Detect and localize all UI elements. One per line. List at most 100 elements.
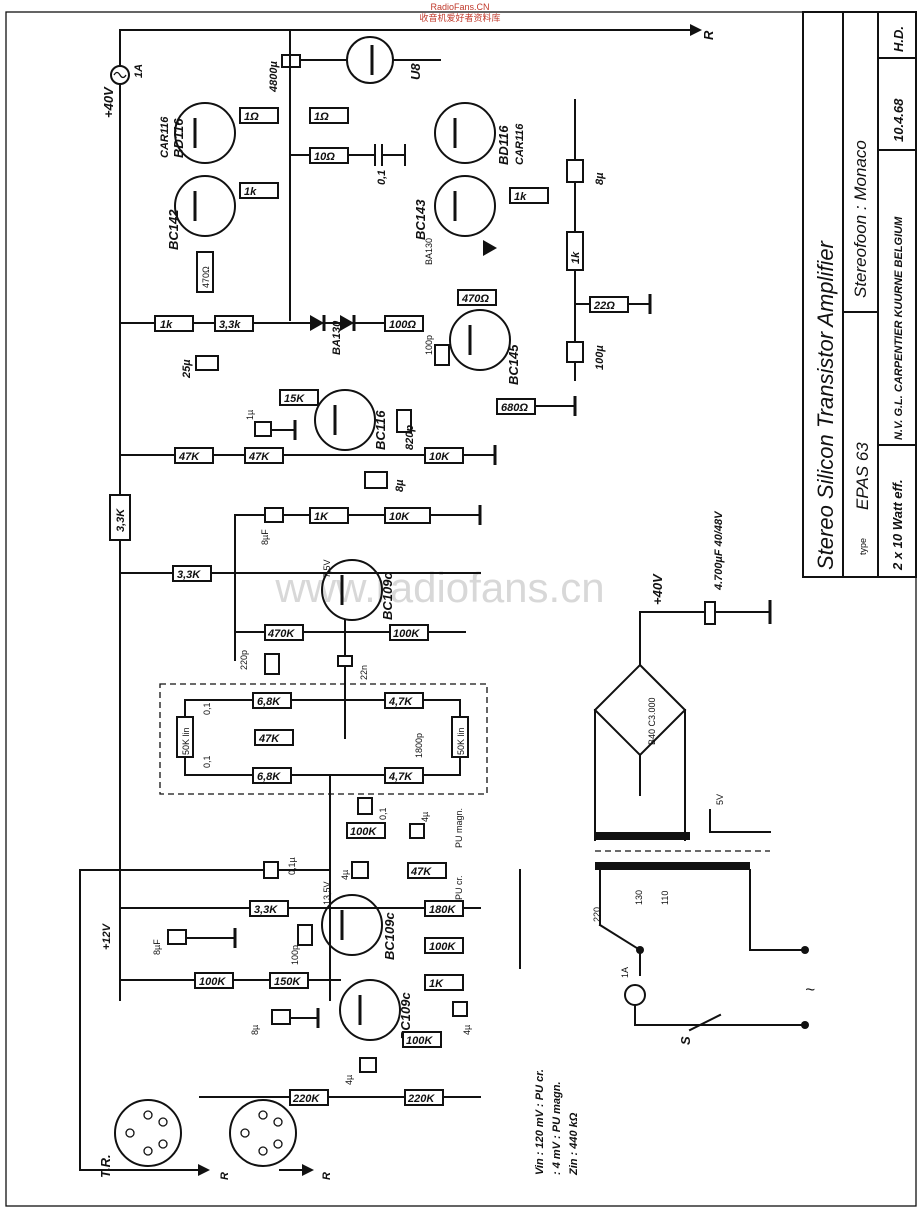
din-socket-tr-icon[interactable] [114, 1099, 182, 1167]
r-10-ohm: 10Ω [314, 151, 335, 163]
c-1800p: 1800p [414, 733, 424, 758]
manufacturer: N.V. G.L. CARPENTIER KUURNE BELGIUM [893, 216, 905, 440]
c-4u-b: 4µ [340, 870, 350, 880]
label-r-b: R [321, 1172, 333, 1180]
c-100p-b: 100p [290, 945, 300, 965]
q2-type: BD116 [496, 125, 511, 165]
note-vin: Vin : 120 mV : PU cr. [534, 1069, 546, 1175]
q2-alt: CAR116 [514, 123, 526, 165]
r-22-ohm: 22Ω [593, 300, 615, 312]
q9-type: BC109c [398, 992, 413, 1040]
r-10k-a: 10K [429, 451, 450, 463]
lamp-icon [346, 36, 394, 84]
psu-40v-label: +40V [650, 573, 665, 605]
q4-type: BC143 [413, 199, 428, 240]
r-220k-a: 220K [292, 1093, 320, 1105]
rail-12v-label: +12V [101, 922, 113, 950]
r-15k: 15K [284, 393, 305, 405]
r-33k-bias: 3,3k [219, 319, 241, 331]
r-220k-b: 220K [407, 1093, 435, 1105]
c-100u: 100µ [594, 345, 606, 370]
r-47k-b: 47K [248, 451, 270, 463]
r-47k-tone-b: 4,7K [388, 771, 413, 783]
voltage-selector[interactable] [598, 923, 642, 952]
c-01u: 0,1µ [287, 857, 297, 875]
fuse-label: 1A [133, 64, 145, 78]
supply-rails: R +40V 1A +12V 3,3K [101, 24, 716, 1001]
sheet-border [5, 11, 917, 1207]
r-100k-fb: 100K [429, 941, 456, 953]
tap-220: 220 [592, 907, 602, 922]
bridge-type: B40 C3.000 [647, 697, 657, 745]
rail-40v-label: +40V [101, 86, 116, 118]
c-01-input: 0,1 [378, 807, 388, 820]
transformer-secondary [595, 832, 690, 840]
transistor-q4-icon [434, 175, 496, 237]
c-4u-d: 4µ [344, 1075, 354, 1085]
c-8u-in: 8µ [250, 1025, 260, 1035]
c-1u: 1µ [245, 410, 255, 420]
type-prefix: type [858, 538, 868, 555]
r-100k-pre: 100K [393, 628, 420, 640]
c-820p: 820p [404, 425, 416, 450]
title-block: Stereo Silicon Transistor Amplifier type… [802, 11, 917, 578]
pot-10k: 10K [389, 511, 410, 523]
c-4u-a: 4µ [420, 812, 430, 822]
r-100k-emitter: 100K [406, 1035, 433, 1047]
pot-50k-treble[interactable]: 50K lin [456, 727, 466, 755]
mains-fuse-label: 1A [620, 967, 630, 978]
drawing-date: 10.4.68 [891, 98, 906, 142]
bridge-rectifier-icon [593, 663, 687, 757]
watermark: www.radiofans.cn [274, 564, 604, 611]
pot-50k-bass[interactable]: 50K lin [181, 727, 191, 755]
c-8u-feedback: 8µ [394, 479, 406, 492]
q8-voltage: 13,5V [322, 881, 332, 905]
r-1k-feedback: 1K [314, 511, 329, 523]
transistor-q3-icon [174, 175, 236, 237]
label-r-a: R [219, 1172, 231, 1180]
c-01-tone-b: 0,1 [202, 755, 212, 768]
note-magn: : 4 mV : PU magn. [551, 1081, 563, 1175]
transistor-q9-icon [339, 979, 401, 1041]
c-4u-c: 4µ [462, 1025, 472, 1035]
label-pu-magn: PU magn. [454, 808, 464, 848]
mains-fuse-icon [624, 984, 646, 1006]
r-470-ohm-b: 470Ω [461, 293, 489, 305]
transistor-q1-icon [174, 102, 236, 164]
r-68k-a: 6,8K [257, 696, 281, 708]
product-name: Stereofoon : Monaco [851, 140, 870, 298]
tap-130: 130 [634, 890, 644, 905]
r-100k-bias: 100K [199, 976, 226, 988]
r-68k-b: 6,8K [257, 771, 281, 783]
c-100p-a: 100p [424, 335, 434, 355]
label-tr: T.R. [98, 1154, 113, 1178]
transistor-q7-icon [321, 559, 383, 621]
r-470k: 470K [267, 628, 295, 640]
r-100k-in: 100K [350, 826, 377, 838]
q5-type: BC145 [506, 344, 521, 385]
r-47k-tone-a: 4,7K [388, 696, 413, 708]
r-470-q3: 470Ω [201, 266, 211, 288]
note-zin: Zin : 440 kΩ [568, 1112, 580, 1176]
q8-type: BC109c [382, 912, 397, 960]
r-47k-in: 47K [410, 866, 432, 878]
label-pu-cr: PU cr. [454, 875, 464, 900]
output-stage: CAR116 BD116 BC142 BD116 CAR116 BC143 BC… [119, 29, 652, 492]
r-1k-c: 1k [570, 251, 582, 264]
drawing-title: Stereo Silicon Transistor Amplifier [813, 239, 838, 570]
psu-5v-label: 5V [715, 794, 725, 805]
transistor-q8-icon [321, 894, 383, 956]
r-150k: 150K [274, 976, 301, 988]
q3-type: BC142 [166, 209, 181, 250]
transistor-q2-icon [434, 102, 496, 164]
c-8uf-b: 8µF [152, 939, 162, 955]
type-number: EPAS 63 [853, 442, 872, 510]
mains-switch[interactable] [688, 1013, 722, 1032]
q7-voltage: 7,5V [322, 559, 332, 578]
lamp-label: U8 [408, 63, 423, 80]
din-socket-pu-icon[interactable] [229, 1099, 297, 1167]
r-1k-bias: 1k [160, 319, 173, 331]
q7-type: BC109c [380, 572, 395, 620]
